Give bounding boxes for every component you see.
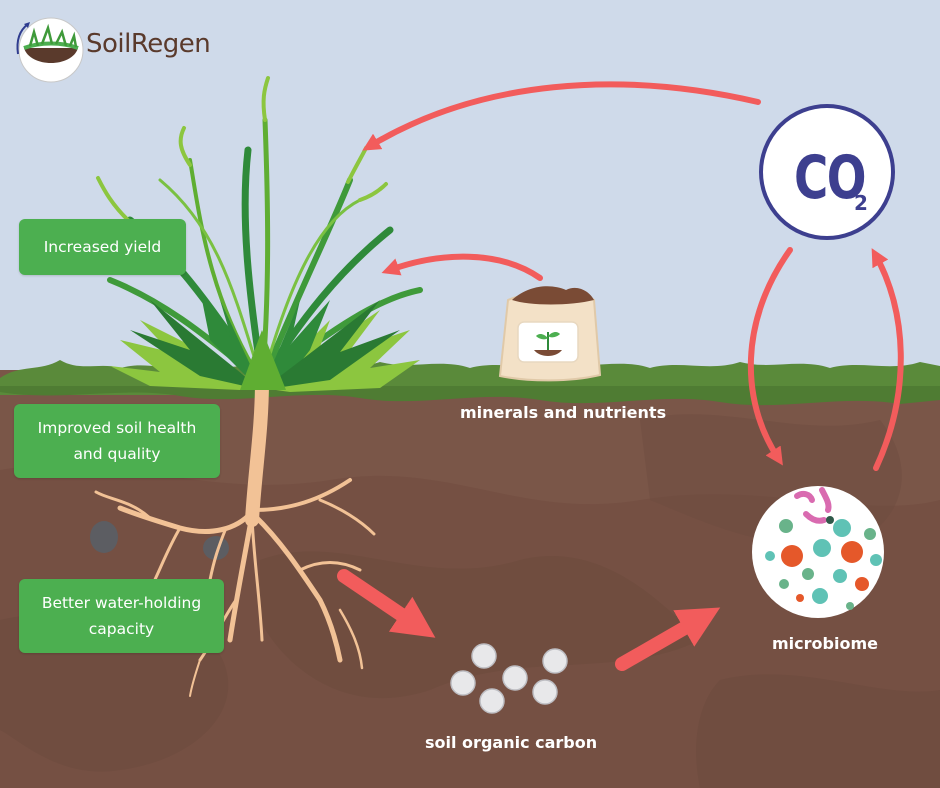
co2-circle: CO 2 bbox=[759, 104, 895, 240]
benefit-water-holding: Better water-holding capacity bbox=[19, 579, 224, 653]
fertilizer-bag-icon bbox=[498, 286, 602, 382]
plant-roots bbox=[94, 373, 376, 697]
soil-organic-carbon-label: soil organic carbon bbox=[425, 733, 598, 752]
logo-text: SoilRegen bbox=[86, 29, 211, 59]
carbon-particles bbox=[450, 643, 568, 714]
nutrients-to-plant-arrow bbox=[381, 253, 543, 281]
pebble bbox=[203, 536, 229, 560]
microbiome-label: microbiome bbox=[772, 634, 878, 653]
benefit-water-line1: Better water-holding bbox=[41, 594, 202, 612]
benefit-soil-health: Improved soil health and quality bbox=[14, 404, 220, 478]
benefit-water-line2: capacity bbox=[88, 620, 155, 638]
benefit-increased-yield: Increased yield bbox=[19, 219, 186, 275]
flow-arrows bbox=[337, 81, 904, 671]
plant-foliage bbox=[110, 290, 420, 392]
microbiome-to-co2-arrow bbox=[871, 248, 904, 471]
benefit-yield-text: Increased yield bbox=[43, 238, 162, 256]
soil-sprout-logo-icon bbox=[16, 17, 84, 83]
carbon-to-microbiome-arrow bbox=[615, 607, 721, 671]
benefit-soil-line1: Improved soil health bbox=[37, 419, 197, 437]
minerals-label: minerals and nutrients bbox=[460, 403, 667, 422]
co2-to-microbiome-arrow bbox=[747, 247, 793, 466]
pebble bbox=[90, 521, 118, 553]
benefit-soil-line2: and quality bbox=[73, 445, 161, 463]
microbiome-icon bbox=[752, 486, 884, 618]
co2-to-plant-arrow bbox=[362, 81, 761, 151]
co2-main-text: CO bbox=[794, 142, 865, 212]
co2-subscript: 2 bbox=[854, 191, 868, 215]
roots-to-carbon-arrow bbox=[337, 569, 436, 638]
